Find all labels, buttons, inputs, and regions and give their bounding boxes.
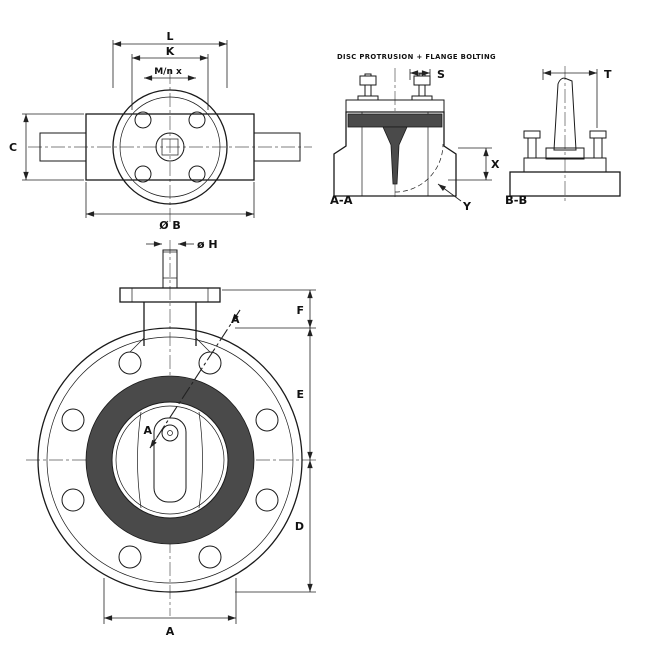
bolt-hole [118,545,142,569]
section-aa-title: DISC PROTRUSION + FLANGE BOLTING [337,53,496,61]
seat-ring-inner-bore [111,401,229,519]
bb-disc-collar [545,147,585,160]
aa-seat-band [347,113,443,128]
aa-bolt-left [357,73,379,101]
bb-disc-blade [553,77,577,151]
dim-label-L: L [166,30,173,43]
leader-line-Y [437,183,462,202]
bolt-hole [188,165,206,183]
plan-view: L K M/n x C Ø B [9,30,312,232]
section-aa-label: A-A [330,193,353,207]
dim-label-K: K [166,45,175,58]
section-aa-view: DISC PROTRUSION + FLANGE BOLTING S [330,53,500,213]
dim-label-E: E [296,388,304,401]
stem-pin-center [167,430,173,436]
flange-outer-circle [112,89,228,205]
flange-inner-circle [119,96,221,198]
front-view: A A ø H F E D A [26,238,318,638]
front-flange-raised-face [46,336,294,584]
dim-label-T: T [604,68,612,81]
aa-flange-plate [345,99,445,113]
bb-bolt-right [589,130,607,159]
section-cut-label-bottom: A [143,424,152,437]
section-bb-view: T B-B [505,66,621,207]
top-mounting-flange [119,287,221,303]
bb-flange-plate [523,157,607,173]
section-arrow-top [231,309,241,323]
bolt-hole [134,111,152,129]
dim-label-Y: Y [462,200,472,213]
dim-label-A: A [166,625,175,638]
bolt-hole [61,408,85,432]
aa-bolt-right [411,73,433,101]
section-cut-label-top: A [231,313,240,326]
bolt-hole [188,111,206,129]
front-flange-outer [37,327,303,593]
aa-swing-arc [394,143,444,193]
aa-disc-protrusion [382,126,408,185]
bolt-hole [134,165,152,183]
disc-contour-right [198,411,203,509]
dim-label-B: Ø B [159,219,181,232]
section-cut-line [149,309,241,449]
bolt-hole [118,351,142,375]
disc-face-edge [115,405,225,515]
stem-pin-circle [161,424,179,442]
right-shaft-stub [253,132,301,162]
disc-contour-left [137,411,142,509]
bolt-hole [255,408,279,432]
square-stem-drive [161,138,179,156]
section-arrow-bottom [149,435,159,449]
dim-label-F: F [296,304,304,317]
dim-label-D: D [295,520,304,533]
section-bb-label: B-B [505,193,527,207]
bolt-hole [198,351,222,375]
stem-square-end [162,251,178,279]
left-shaft-stub [39,132,87,162]
dim-label-S: S [437,68,445,81]
dim-label-X: X [491,158,500,171]
bolt-hole [255,488,279,512]
bolt-hole [198,545,222,569]
stem-bore-circle [155,132,185,162]
dim-label-H: ø H [197,238,218,251]
bolt-hole [61,488,85,512]
dim-label-Mn: M/n x [154,67,182,77]
dim-label-C: C [9,141,17,154]
bb-bolt-left [523,130,541,159]
